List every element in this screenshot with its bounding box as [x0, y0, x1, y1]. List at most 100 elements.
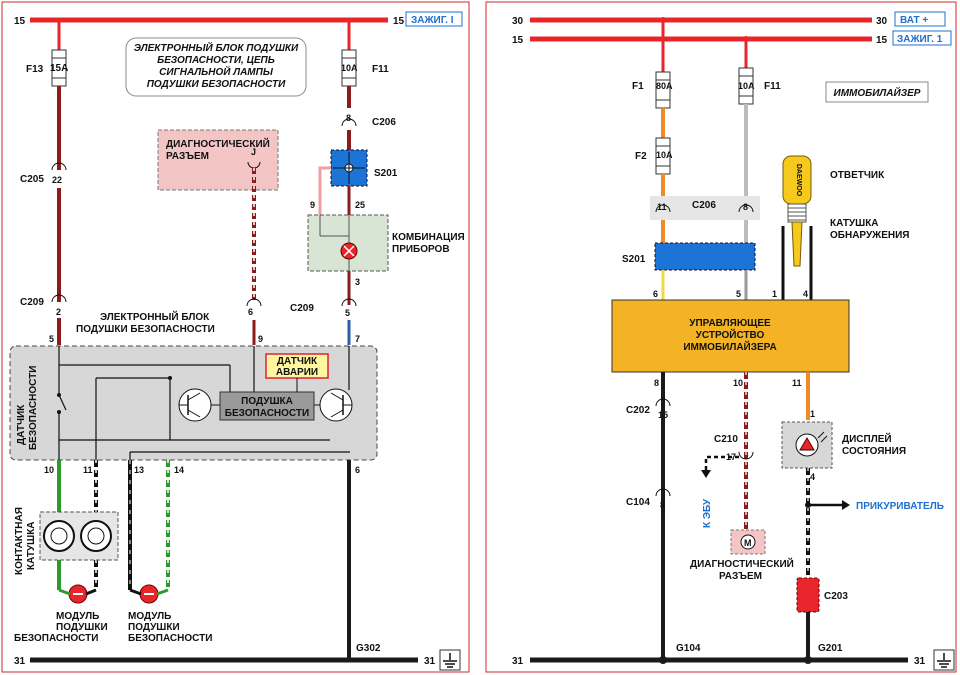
left-panel: 15 15 ЗАЖИГ. I 31 31 ЭЛЕКТРОННЫЙ БЛОК ПО…: [1, 1, 470, 673]
unit-pin-1: 1: [772, 289, 777, 299]
module-pin-7: 7: [355, 334, 360, 344]
transponder-label: ОТВЕТЧИК: [830, 170, 885, 181]
bus-30-right-num: 30: [876, 16, 888, 27]
coil-right-icon: [80, 520, 112, 552]
cluster-pin-3: 3: [355, 277, 360, 287]
bus-15-tag: ЗАЖИГ. I: [411, 15, 454, 26]
display-label-1: ДИСПЛЕЙ: [842, 432, 892, 445]
bus-30-tag: ВАТ +: [900, 15, 928, 26]
module-a-label-3: БЕЗОПАСНОСТИ: [14, 633, 98, 644]
diag-right-label-2: РАЗЪЕМ: [719, 571, 762, 582]
airbag-box-label-2: БЕЗОПАСНОСТИ: [225, 408, 309, 419]
diag-left-label-2: РАЗЪЕМ: [166, 151, 209, 162]
immobilizer-title-box: [825, 81, 929, 103]
unit-pin-11: 11: [792, 378, 802, 388]
module-pin-6: 6: [355, 465, 360, 475]
c209-left-label: C209: [20, 297, 44, 308]
connector-c203: [796, 577, 820, 613]
note-line-1: ЭЛЕКТРОННЫЙ БЛОК ПОДУШКИ: [134, 41, 299, 54]
c206-left-pin: 8: [346, 113, 351, 123]
detect-coil-label-2: ОБНАРУЖЕНИЯ: [830, 230, 909, 241]
diag-right-label-1: ДИАГНОСТИЧЕСКИЙ: [690, 557, 794, 570]
module-pin-11: 11: [83, 465, 93, 475]
immobilizer-title: ИММОБИЛАЙЗЕР: [834, 86, 921, 99]
module-title-2: ПОДУШКИ БЕЗОПАСНОСТИ: [76, 324, 215, 335]
c203-label: C203: [824, 591, 848, 602]
c205-pin: 22: [52, 175, 62, 185]
key-brand: DAEWOO: [795, 164, 802, 197]
c205-label: C205: [20, 174, 44, 185]
crash-sensor-label-1: ДАТЧИК: [277, 356, 318, 367]
safety-sensor-label-2: БЕЗОПАСНОСТИ: [28, 366, 39, 450]
ground-g104: G104: [676, 643, 701, 654]
unit-pin-8: 8: [654, 378, 659, 388]
contact-coil-label-1: КОНТАКТНАЯ: [14, 507, 25, 575]
cluster-label-2: ПРИБОРОВ: [392, 244, 450, 255]
c206-right-pin-8: 8: [743, 202, 748, 212]
airbag-box-label-1: ПОДУШКА: [241, 396, 293, 407]
airbag-logic-box: [219, 391, 315, 421]
cluster-pin-25: 25: [355, 200, 365, 210]
ground-symbol-right-icon: [933, 649, 955, 671]
bus-15b-left-num: 15: [512, 35, 524, 46]
unit-pin-5: 5: [736, 289, 741, 299]
c209-mid-label: C209: [290, 303, 314, 314]
fuse-f11-right-rating: 10A: [738, 81, 755, 91]
c104-pin: 8: [660, 500, 665, 510]
c206-left-label: C206: [372, 117, 396, 128]
note-line-2: БЕЗОПАСНОСТИ, ЦЕПЬ: [157, 55, 275, 66]
fuse-f13-name: F13: [26, 64, 44, 75]
fuse-f2-rating: 10A: [656, 150, 673, 160]
unit-pin-10: 10: [733, 378, 743, 388]
crash-sensor: [265, 353, 329, 379]
bus-15-right-num: 15: [393, 16, 405, 27]
detect-coil-label-1: КАТУШКА: [830, 218, 879, 229]
diag-left-label-1: ДИАГНОСТИЧЕСКИЙ: [166, 137, 270, 150]
note-line-4: ПОДУШКИ БЕЗОПАСНОСТИ: [147, 79, 286, 90]
diag-left-pin: J: [251, 147, 256, 157]
unit-pin-4: 4: [803, 289, 808, 299]
module-title-1: ЭЛЕКТРОННЫЙ БЛОК: [100, 310, 210, 323]
right-panel: 30 30 ВАТ + 15 15 ЗАЖИГ. 1 31 31 ИММОБИЛ…: [485, 1, 957, 673]
contact-coil-label-2: КАТУШКА: [26, 521, 37, 570]
display-label-2: СОСТОЯНИЯ: [842, 446, 906, 457]
cluster-pin-9: 9: [310, 200, 315, 210]
ground-symbol-icon: [439, 649, 461, 671]
module-pin-10: 10: [44, 465, 54, 475]
ground-g302: G302: [356, 643, 381, 654]
bus-15b-tag: ЗАЖИГ. 1: [897, 34, 943, 45]
bus-31-left-num: 31: [14, 656, 26, 667]
immobilizer-control-unit: [611, 299, 850, 373]
fuse-f11-left-name: F11: [372, 64, 389, 75]
fuse-f1-rating: 80A: [656, 81, 673, 91]
bus-15b-right-num: 15: [876, 35, 888, 46]
bus-31-right-num: 31: [424, 656, 436, 667]
fuse-f11-left-rating: 10A: [341, 63, 358, 73]
ground-g201: G201: [818, 643, 843, 654]
module-pin-9: 9: [258, 334, 263, 344]
module-pin-5: 5: [49, 334, 54, 344]
unit-pin-6: 6: [653, 289, 658, 299]
control-unit-label-1: УПРАВЛЯЮЩЕЕ: [689, 318, 771, 329]
module-b-label-1: МОДУЛЬ: [128, 611, 171, 622]
module-pin-13: 13: [134, 465, 144, 475]
safety-sensor-label-1: ДАТЧИК: [16, 404, 27, 445]
module-pin-14: 14: [174, 465, 184, 475]
bus-31b-right-num: 31: [914, 656, 926, 667]
module-b-label-2: ПОДУШКИ: [128, 622, 180, 633]
coil-left-icon: [43, 520, 75, 552]
c202-label: C202: [626, 405, 650, 416]
display-pin-1: 1: [810, 409, 815, 419]
fuse-f13-rating: 15A: [50, 63, 68, 74]
splice-s201-right: [654, 242, 756, 271]
c206-right-label: C206: [692, 200, 716, 211]
c206-right-pin-11: 11: [657, 202, 667, 212]
c202-pin: 15: [658, 410, 668, 420]
control-unit-label-3: ИММОБИЛАЙЗЕРА: [683, 340, 776, 353]
note-line-3: СИГНАЛЬНОЙ ЛАМПЫ: [159, 65, 274, 78]
cluster-label-1: КОМБИНАЦИЯ: [392, 232, 465, 243]
key-transponder-icon: DAEWOO: [782, 155, 812, 267]
bus-30-left-num: 30: [512, 16, 524, 27]
description-note: [125, 37, 307, 97]
